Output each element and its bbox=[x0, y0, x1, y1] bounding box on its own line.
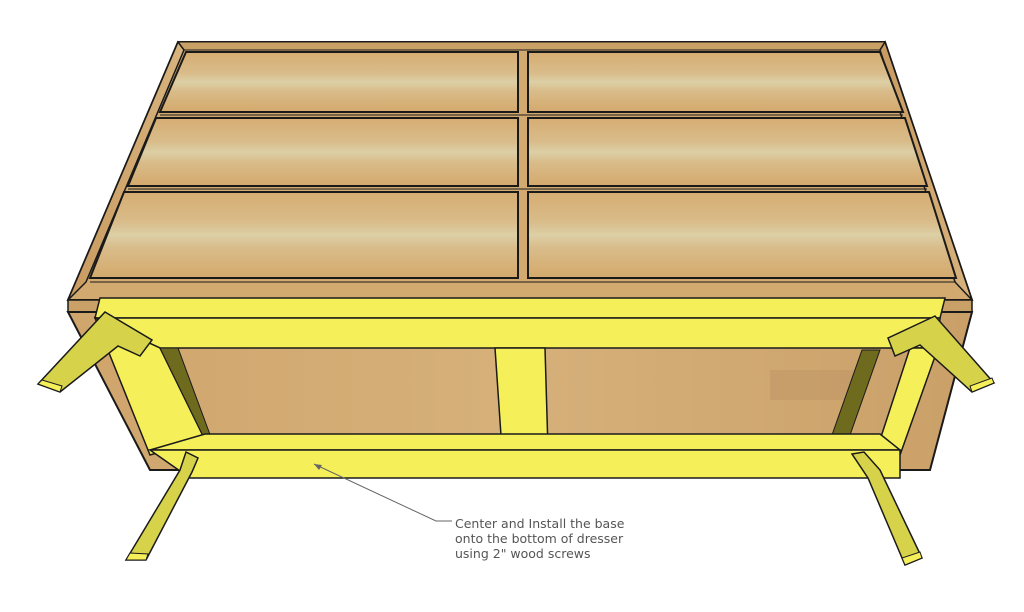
drawer-panel-top-right bbox=[527, 51, 905, 113]
callout-line-3: using 2" wood screws bbox=[455, 546, 591, 561]
base-front-rail bbox=[149, 433, 903, 451]
leg-back-right bbox=[887, 315, 996, 393]
drawer-panels bbox=[88, 51, 958, 283]
legs bbox=[36, 311, 996, 566]
leg-front-right bbox=[850, 451, 924, 566]
callout-line-1: Center and Install the base bbox=[455, 516, 625, 531]
base-frame bbox=[93, 297, 946, 479]
drawer-panel-bottom-left bbox=[88, 191, 519, 279]
callout-line-2: onto the bottom of dresser bbox=[455, 531, 624, 546]
drawer-panel-top-left bbox=[158, 51, 519, 113]
drawer-panel-bottom-right bbox=[527, 191, 958, 279]
callout-text: Center and Install the base onto the bot… bbox=[455, 516, 715, 561]
callout-leader bbox=[313, 463, 452, 522]
base-back-rail bbox=[94, 297, 946, 319]
leg-front-left bbox=[124, 450, 199, 561]
drawer-panel-middle-right bbox=[527, 117, 929, 187]
drawer-panel-middle-left bbox=[126, 117, 519, 187]
leg-back-left bbox=[36, 311, 154, 393]
